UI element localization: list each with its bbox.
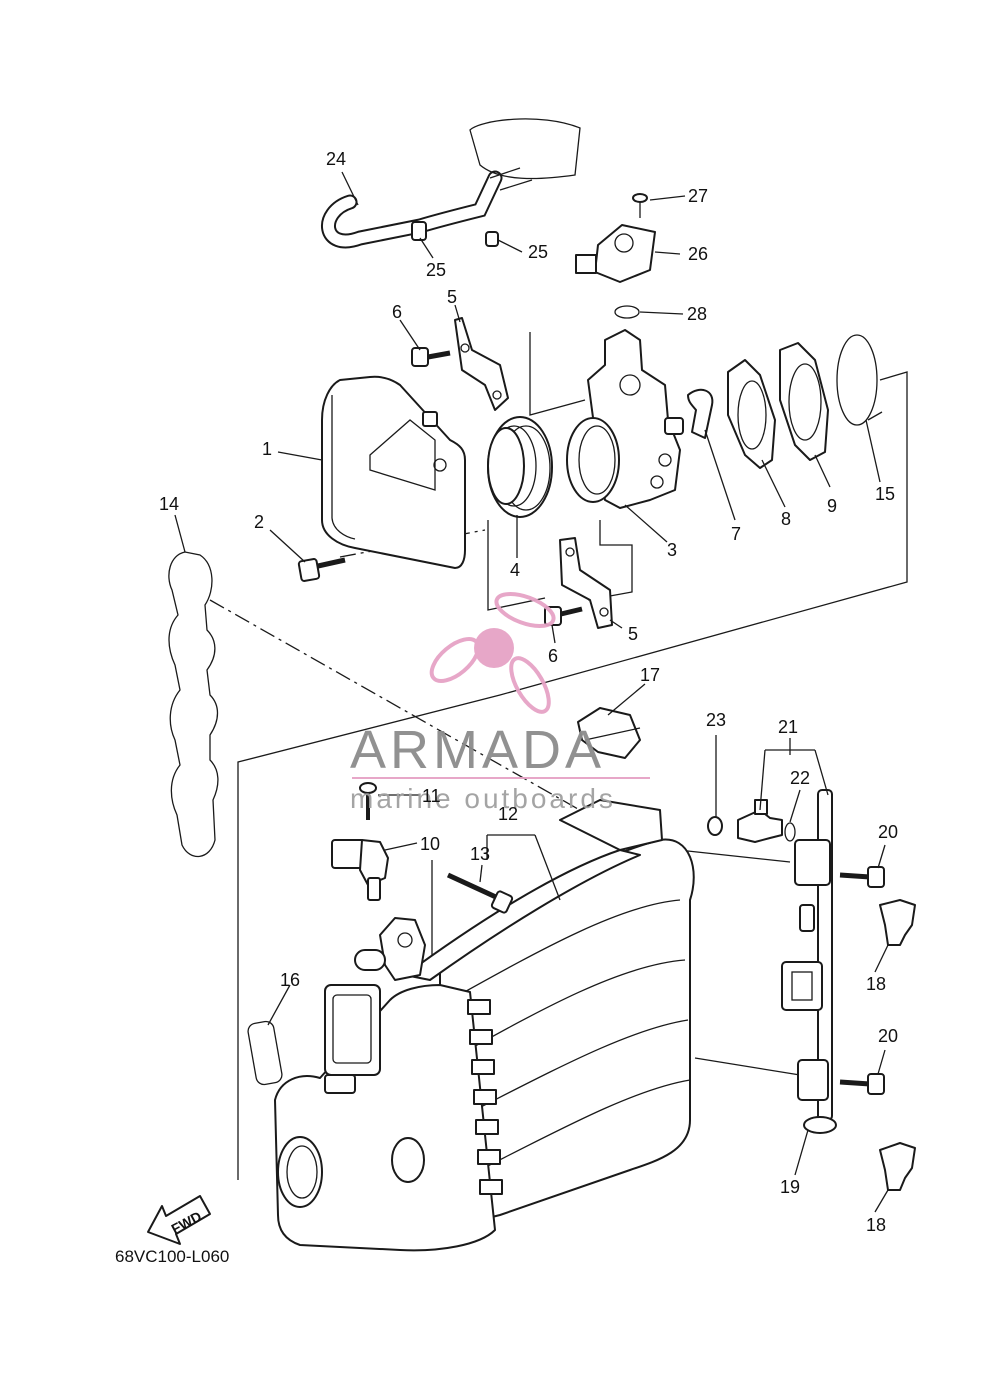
callout-16: 16 [280,970,300,990]
callout-27: 27 [688,186,708,206]
clip-18-lower-icon [879,1142,916,1191]
callout-4: 4 [510,560,520,580]
bracket-7-icon [687,388,714,439]
throttle-body-3 [566,329,684,509]
callout-8: 8 [781,509,791,529]
callout-18-upper: 18 [866,974,886,994]
callout-20-upper: 20 [878,822,898,842]
callout-10: 10 [420,834,440,854]
bolt-6-upper-icon [411,347,451,367]
gasket-16-icon [247,1020,283,1086]
callout-5-upper: 5 [447,287,457,307]
fuel-rail-19 [781,789,837,1134]
bolt-20-upper-icon [839,866,885,888]
callout-17: 17 [640,665,660,685]
fwd-arrow-icon: FWD [147,1195,211,1245]
callout-1: 1 [262,439,272,459]
callout-11: 11 [422,786,441,806]
callout-6-upper: 6 [392,302,402,322]
callout-labels: 24 27 25 25 26 5 6 28 1 7 8 9 15 14 2 4 … [159,149,898,1235]
callout-21: 21 [778,717,798,737]
screw-11-icon [359,782,377,820]
callout-25-left: 25 [426,260,446,280]
callout-25-right: 25 [528,242,548,262]
callout-18-lower: 18 [866,1215,886,1235]
callout-13: 13 [470,844,490,864]
o-ring-28-icon [614,305,640,319]
callout-6-lower: 6 [548,646,558,666]
watermark-brand: ARMADA [350,720,605,780]
bolt-2-icon [297,557,346,582]
gasket-8-icon [727,359,776,469]
callout-24: 24 [326,149,346,169]
callout-26: 26 [688,244,708,264]
clip-18-upper-icon [879,899,916,946]
callout-20-lower: 20 [878,1026,898,1046]
hose-clip-right-icon [485,231,499,247]
callout-3: 3 [667,540,677,560]
gasket-9-icon [779,342,829,461]
callout-9: 9 [827,496,837,516]
callout-23: 23 [706,710,726,730]
bolt-13-icon [446,872,514,914]
leader-lines [174,171,889,1213]
callout-19: 19 [780,1177,800,1197]
bolt-20-lower-icon [839,1073,885,1095]
callout-2: 2 [254,512,264,532]
callout-22: 22 [790,768,810,788]
callout-12: 12 [498,804,518,824]
diagram-code: 68VC100-L060 [115,1247,229,1266]
o-ring-15-icon [836,334,883,426]
bracket-upper [454,317,509,411]
assembly-frame-lines [209,332,908,1180]
silencer-ring-4-icon [487,416,553,518]
o-ring-22-icon [784,822,796,842]
sensor-connector-icon [575,254,597,274]
component-17-icon [577,707,641,759]
throttle-sensor-assembly [575,193,656,319]
watermark: ARMADA marine outboards [350,592,650,814]
watermark-tagline: marine outboards [350,783,616,814]
intake-cover [321,375,466,569]
bracket-lower [559,537,613,629]
callout-14: 14 [159,494,179,514]
hose-assembly [321,118,581,249]
sensor-10-icon [331,839,389,901]
manifold-ribs [467,999,503,1195]
screw-27-icon [632,193,648,203]
gasket-14-icon [168,551,219,858]
intake-manifold [274,799,695,1252]
propeller-logo-icon [429,592,556,714]
bolt-6-lower-icon [544,606,583,626]
washer-23-icon [707,816,723,836]
hose-clip-left-icon [411,221,427,241]
callout-7: 7 [731,524,741,544]
callout-28: 28 [687,304,707,324]
callout-15: 15 [875,484,895,504]
callout-5-lower: 5 [628,624,638,644]
